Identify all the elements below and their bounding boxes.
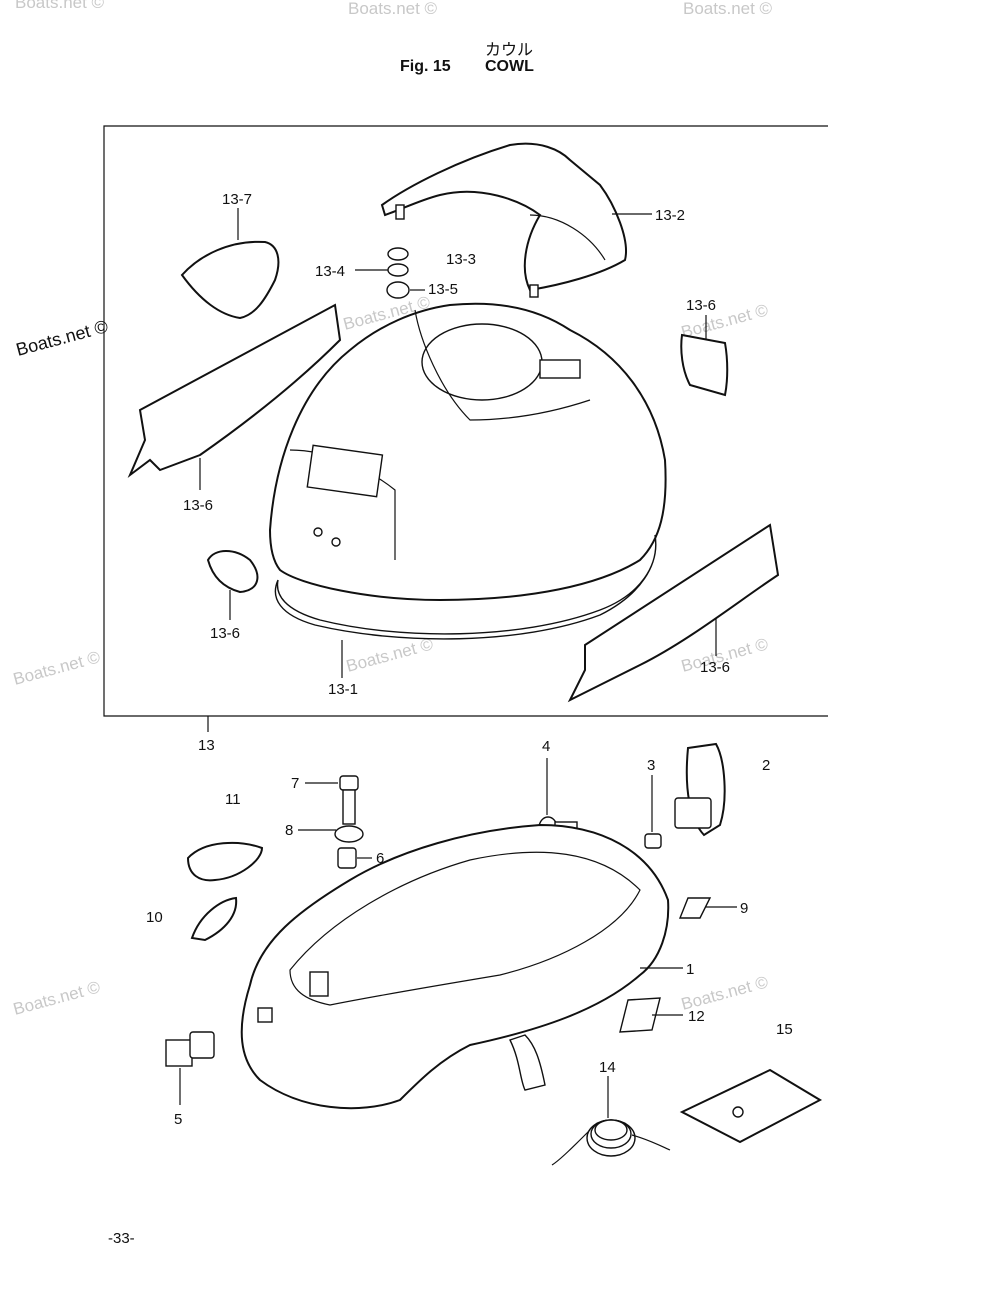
label-13-6: 13-6 [210, 625, 240, 642]
label-15: 15 [776, 1021, 793, 1038]
part-5-grommet [165, 1031, 215, 1067]
part-2-latch [674, 742, 726, 837]
part-13-top-cowl [268, 302, 667, 602]
part-13-6-decal-right-large [567, 523, 780, 703]
figure-title: COWL [485, 58, 534, 75]
part-13-4-13-5-grommets [386, 247, 410, 299]
part-12-label [619, 997, 661, 1033]
part-13-1-seal [274, 534, 657, 640]
label-13-5: 13-5 [428, 281, 458, 298]
part-13-7-label [180, 240, 280, 320]
label-13-6: 13-6 [183, 497, 213, 514]
part-13-6-decal-small [206, 550, 259, 594]
part-6-collar [337, 847, 357, 869]
page-number: -33- [108, 1230, 135, 1247]
part-9-label [678, 897, 712, 919]
label-1: 1 [686, 961, 694, 978]
part-13-2-top-cover [380, 142, 627, 298]
label-13-6: 13-6 [700, 659, 730, 676]
title-japanese: カウル [485, 40, 534, 59]
label-11: 11 [225, 791, 241, 808]
label-5: 5 [174, 1111, 182, 1128]
part-14-cord [551, 1119, 671, 1166]
label-13-2: 13-2 [655, 207, 685, 224]
label-8: 8 [285, 822, 293, 839]
label-9: 9 [740, 900, 748, 917]
label-13-1: 13-1 [328, 681, 358, 698]
label-10: 10 [146, 909, 163, 926]
part-13-6-decal-left [127, 303, 342, 479]
figure-label: Fig. 15 [400, 58, 451, 75]
label-13: 13 [198, 737, 215, 754]
part-15-pouch [679, 1068, 823, 1144]
label-2: 2 [762, 757, 770, 774]
label-7: 7 [291, 775, 299, 792]
label-13-4: 13-4 [315, 263, 345, 280]
watermark: Boats.net © [14, 316, 110, 360]
watermark: Boats.net © [11, 977, 102, 1019]
part-3-bushing [644, 833, 662, 849]
part-10-decal [190, 896, 238, 942]
label-6: 6 [376, 850, 384, 867]
watermark: Boats.net © [344, 634, 435, 676]
watermark: Boats.net © [683, 0, 773, 18]
label-13-7: 13-7 [222, 191, 252, 208]
label-3: 3 [647, 757, 655, 774]
part-8-washer [334, 825, 364, 843]
part-7-bolt [339, 775, 359, 825]
part-11-decal [186, 841, 264, 882]
label-4: 4 [542, 738, 550, 755]
label-13-3: 13-3 [446, 251, 476, 268]
callout-labels: 13 13-1 13-2 13-3 13-4 13-5 13-6 13-6 13… [146, 191, 793, 1128]
label-14: 14 [599, 1059, 616, 1076]
watermark: Boats.net © [11, 647, 102, 689]
watermark: Boats.net © [348, 0, 438, 18]
assembly-box-13 [103, 125, 828, 717]
watermark: Boats.net © [15, 0, 105, 12]
label-12: 12 [688, 1008, 705, 1025]
part-13-6-decal-right-small [680, 333, 729, 397]
part-1-bottom-cowl [240, 823, 670, 1110]
label-13-6: 13-6 [686, 297, 716, 314]
